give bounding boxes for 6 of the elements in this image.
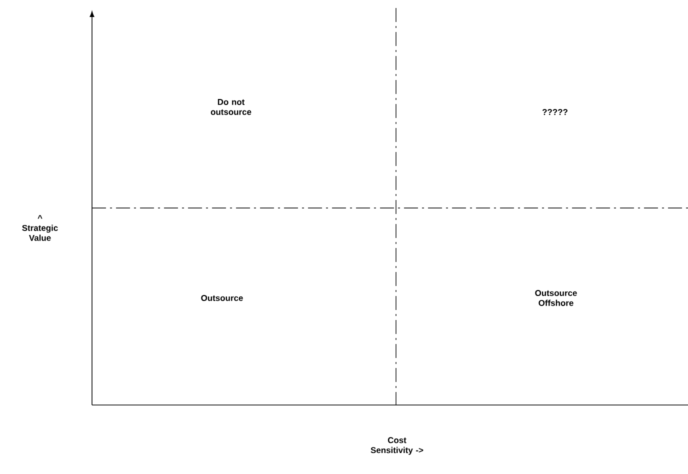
axis-label: ^ Strategic Value (22, 215, 58, 241)
quadrant-label: Do not outsource (210, 99, 252, 115)
axis-label: Cost Sensitivity -> (370, 437, 424, 455)
quadrant-label: Outsource Offshore (535, 290, 577, 306)
quadrant-label: Outsource (201, 295, 243, 301)
quadrant-label: ????? (542, 109, 568, 115)
